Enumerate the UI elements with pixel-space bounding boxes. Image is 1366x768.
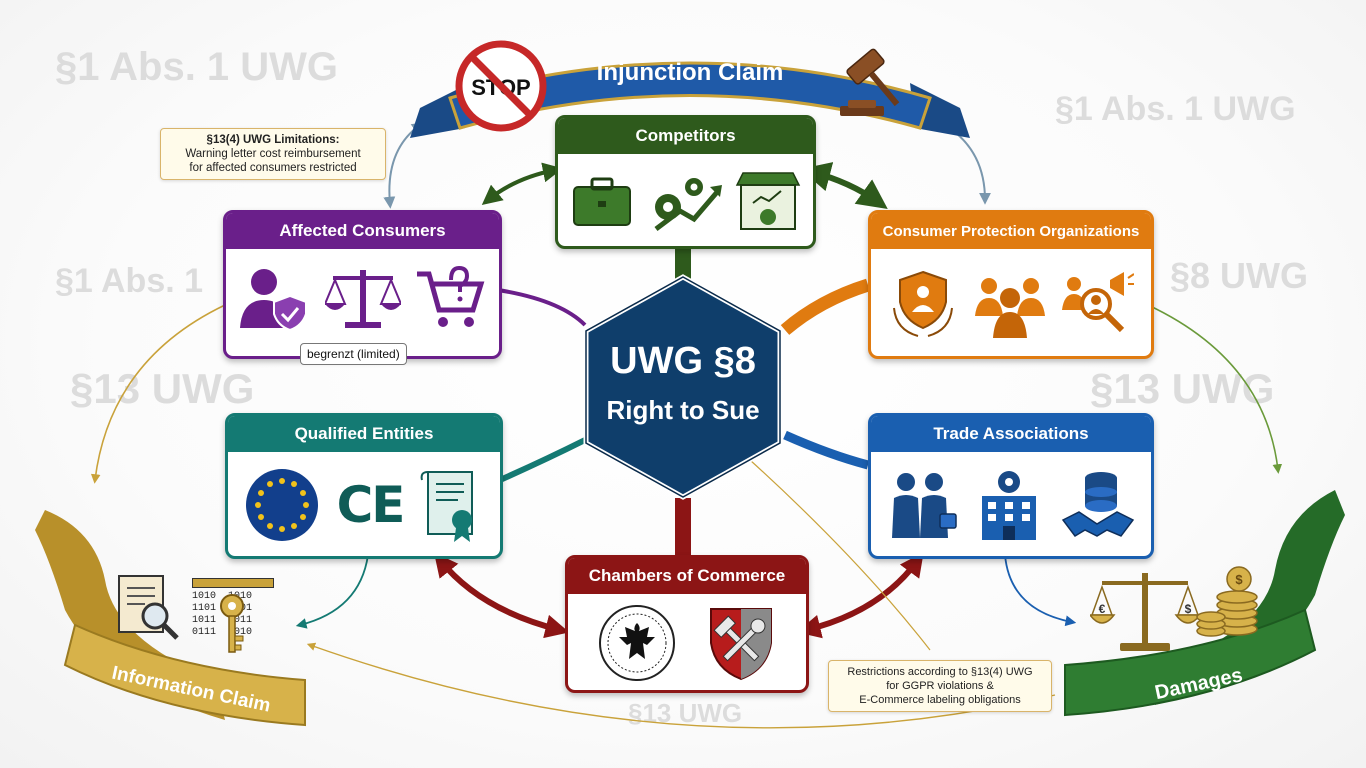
certificate-scroll-icon [420,471,473,542]
qualified-entities-box: Qualified Entities CE [225,413,503,559]
connector-protection [780,278,870,335]
watermark-uwg-13-right: §13 UWG [1090,365,1275,412]
business-people-icon [891,473,957,538]
trade-associations-box: Trade Associations [868,413,1154,559]
injunction-claim-banner: Injunction Claim [410,59,970,138]
search-people-megaphone-icon [1062,271,1134,332]
center-hexagon: UWG §8 Right to Sue [583,274,783,500]
arrow-chambers-trade [796,552,924,639]
connector-consumers [497,288,587,327]
connector-trade [783,430,870,470]
damages-banner: Damages [1064,490,1345,717]
restrictions-note-line-3: E-Commerce labeling obligations [859,694,1021,706]
arc-bottom-damages-information [306,642,1056,729]
arrow-competitors-protection [800,162,888,209]
binary-line-1: 1010 1010 [192,591,253,602]
center-title: UWG §8 [610,340,756,382]
chambers-of-commerce-box: Chambers of Commerce [565,555,809,693]
stop-sign-icon: STOP [455,40,547,132]
restrictions-note-line-1: Restrictions according to §13(4) UWG [847,666,1033,678]
coin-dollar-symbol: $ [1235,572,1243,587]
limitations-note-title: §13(4) UWG Limitations: [206,134,340,146]
ce-mark-icon: CE [336,476,406,534]
market-stall-icon [736,172,801,230]
eu-flag-icon [246,469,319,541]
binary-code-panel: 1010 1010 1101 1101 1011 0011 0111 1010 [192,578,274,639]
money-scale-icon: € $ [1090,573,1200,651]
watermark-uwg-1-top-left: §1 Abs. 1 UWG [55,45,339,89]
arc-protection-damages [1147,304,1283,474]
connector-qualified [498,437,587,483]
federal-eagle-seal-icon [598,605,675,681]
limitations-note: §13(4) UWG Limitations: Warning letter c… [160,128,386,180]
briefcase-icon [572,177,631,226]
competitors-box: Competitors [555,115,816,249]
watermark-uwg-13-left: §13 UWG [70,365,255,412]
gavel-icon [840,48,900,116]
watermark-uwg-8-right: §8 UWG [1170,255,1309,296]
arc-qualified-information [295,554,369,629]
key-icon [220,594,244,653]
scales-of-justice-icon [324,269,401,328]
center-subtitle: Right to Sue [606,395,759,425]
watermark-uwg-13-bottom: §13 UWG [628,698,743,728]
watermark-uwg-1-top-right: §1 Abs. 1 UWG [1055,90,1296,128]
arrow-chambers-qualified [434,552,570,639]
restrictions-note: Restrictions according to §13(4) UWG for… [828,660,1052,712]
restrictions-note-line-2: for GGPR violations & [886,680,994,692]
consumer-protection-box: Consumer Protection Organizations [868,210,1154,359]
limited-tag: begrenzt (limited) [300,343,407,365]
euro-symbol: € [1099,602,1106,616]
user-shield-icon [240,268,308,330]
limitations-note-line-1: Warning letter cost reimbursement [185,148,361,160]
coin-stack-icon: $ [1196,566,1258,637]
qualified-entities-title: Qualified Entities [228,416,500,452]
limitations-note-line-2: for affected consumers restricted [189,162,357,174]
shopping-cart-question-icon [416,265,485,327]
shield-laurel-icon [893,270,953,337]
arc-center-restrictions [749,459,931,651]
office-building-gear-icon [982,471,1036,540]
affected-consumers-box: Affected Consumers [223,210,502,359]
group-people-icon [975,277,1045,338]
chambers-of-commerce-title: Chambers of Commerce [568,558,806,594]
information-claim-banner: Information Claim [35,510,306,727]
competitors-title: Competitors [558,118,813,154]
binary-line-4: 0111 1010 [192,627,253,638]
gear-growth-icon [654,178,722,231]
arc-trade-damages [1004,554,1077,627]
binary-line-3: 1011 0011 [192,615,253,626]
watermark-uwg-1-left: §1 Abs. 1 [55,262,204,300]
consumer-protection-title: Consumer Protection Organizations [871,213,1151,249]
document-search-icon [118,575,179,640]
affected-consumers-title: Affected Consumers [226,213,499,249]
arrow-competitors-consumers [481,162,563,206]
database-handshake-icon [1061,472,1134,537]
dollar-symbol: $ [1185,602,1192,616]
injunction-claim-label: Injunction Claim [597,59,784,86]
trade-associations-title: Trade Associations [871,416,1151,452]
arc-consumers-information [90,304,226,484]
crest-tools-icon [710,608,773,681]
